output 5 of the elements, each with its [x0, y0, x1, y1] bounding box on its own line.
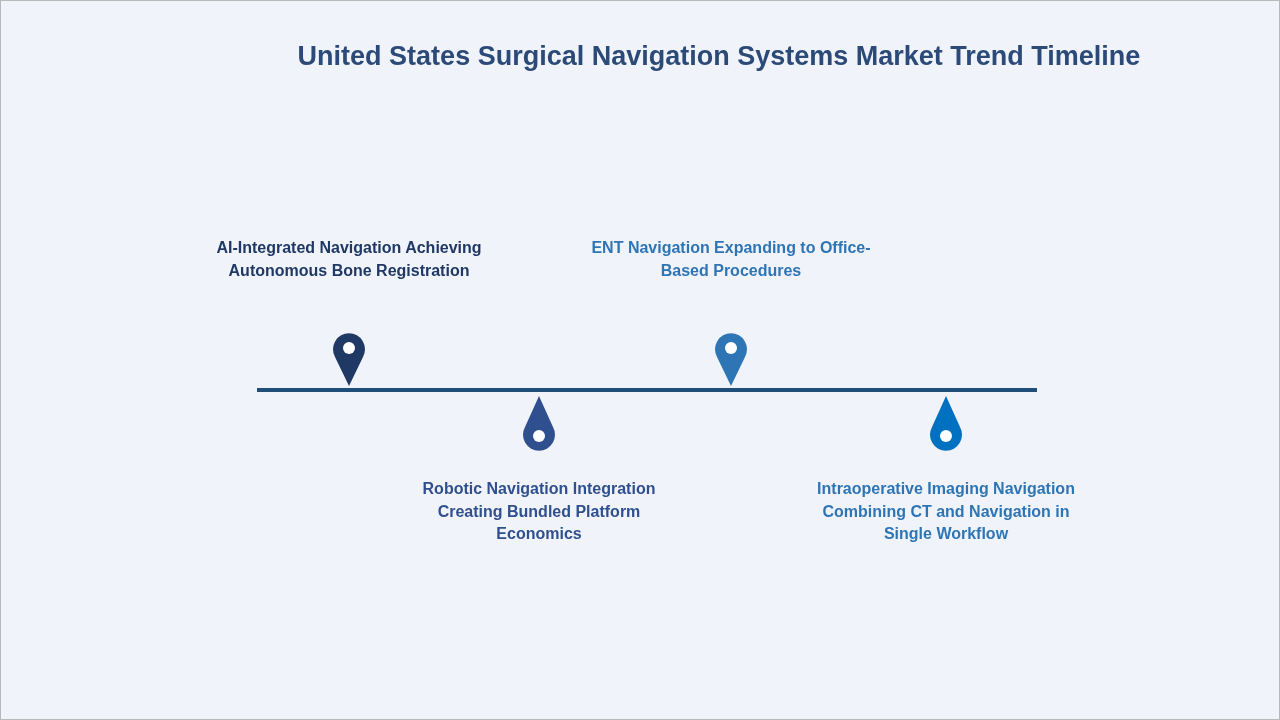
- timeline-label: AI-Integrated Navigation Achieving Autonomous Bone Registration: [215, 238, 483, 281]
- chart-title: United States Surgical Navigation Systems Market Trend Timeline: [296, 41, 1142, 72]
- timeline-label: Intraoperative Imaging Navigation Combining CT and Navigation in Single Workflow: [816, 479, 1076, 544]
- timeline-label: ENT Navigation Expanding to Office-Based Procedures: [590, 238, 872, 281]
- timeline-label: Robotic Navigation Integration Creating Bundled Platform Economics: [421, 479, 657, 544]
